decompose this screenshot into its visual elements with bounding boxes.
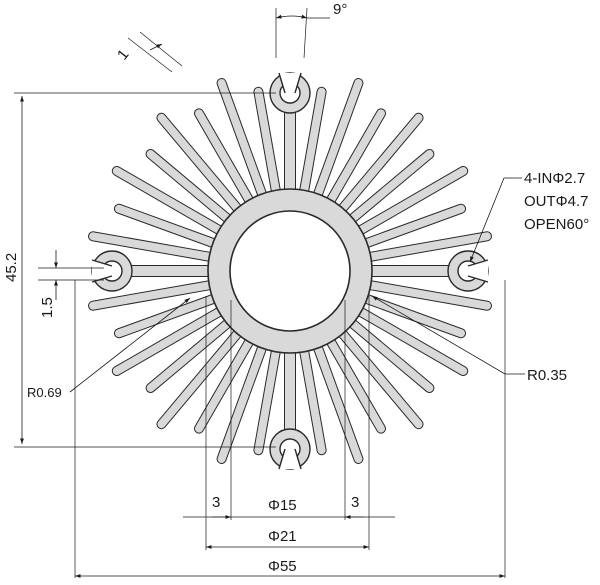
slot-edge <box>467 259 489 267</box>
slot-opening <box>468 260 488 282</box>
fin <box>254 337 282 455</box>
slot-edge <box>91 259 113 267</box>
fin <box>298 337 326 455</box>
dimension-lines <box>14 7 525 578</box>
outer-diameter-label: Φ55 <box>268 558 297 575</box>
height-dimension-label: 45.2 <box>3 253 20 282</box>
angle-dimension-label: 9° <box>333 1 347 18</box>
fin <box>157 113 248 220</box>
fin <box>217 79 270 208</box>
fin <box>298 87 326 205</box>
fin <box>310 334 363 463</box>
slot-opening <box>279 73 301 93</box>
fin <box>341 313 434 392</box>
slot-edge <box>294 448 302 470</box>
slot-opening <box>92 260 112 282</box>
slot-edge <box>91 275 113 283</box>
slot-edge <box>278 72 286 94</box>
hole-note-line-1: 4-INΦ2.7 <box>524 170 585 187</box>
fin <box>348 303 468 375</box>
fin <box>348 167 468 239</box>
fin <box>114 204 227 251</box>
slot-edge <box>278 448 286 470</box>
fin-thickness-label: 1 <box>114 46 133 63</box>
fin <box>353 204 466 251</box>
slot-opening <box>279 449 301 469</box>
fin <box>195 109 258 213</box>
fin <box>195 329 258 433</box>
fin <box>332 113 423 220</box>
radius-right-label: R0.35 <box>527 367 567 384</box>
hole-note-line-2: OUTΦ4.7 <box>524 193 588 210</box>
fin <box>146 150 239 229</box>
fin <box>112 303 232 375</box>
fin <box>353 291 466 338</box>
fin <box>310 79 363 208</box>
fin <box>254 87 282 205</box>
fin <box>112 167 232 239</box>
bore-diameter-label: Φ15 <box>268 497 297 514</box>
hole-note-line-3: OPEN60° <box>524 216 589 233</box>
bore <box>229 210 351 332</box>
fin <box>89 279 224 310</box>
hub-diameter-label: Φ21 <box>268 528 297 545</box>
slot-offset-label: 1.5 <box>39 297 56 318</box>
wall-right-label: 3 <box>351 494 359 511</box>
fin <box>356 232 491 263</box>
slot-edge <box>294 72 302 94</box>
slot-edge <box>467 275 489 283</box>
fin <box>217 334 270 463</box>
fin <box>114 291 227 338</box>
fin <box>89 232 224 263</box>
fin <box>332 322 423 429</box>
fin <box>157 322 248 429</box>
fin <box>356 279 491 310</box>
heatsink-profile <box>88 72 492 470</box>
fin <box>322 329 385 433</box>
wall-left-label: 3 <box>212 494 220 511</box>
fin <box>322 109 385 213</box>
fin <box>341 150 434 229</box>
fin <box>146 313 239 392</box>
radius-left-label: R0.69 <box>27 385 62 400</box>
